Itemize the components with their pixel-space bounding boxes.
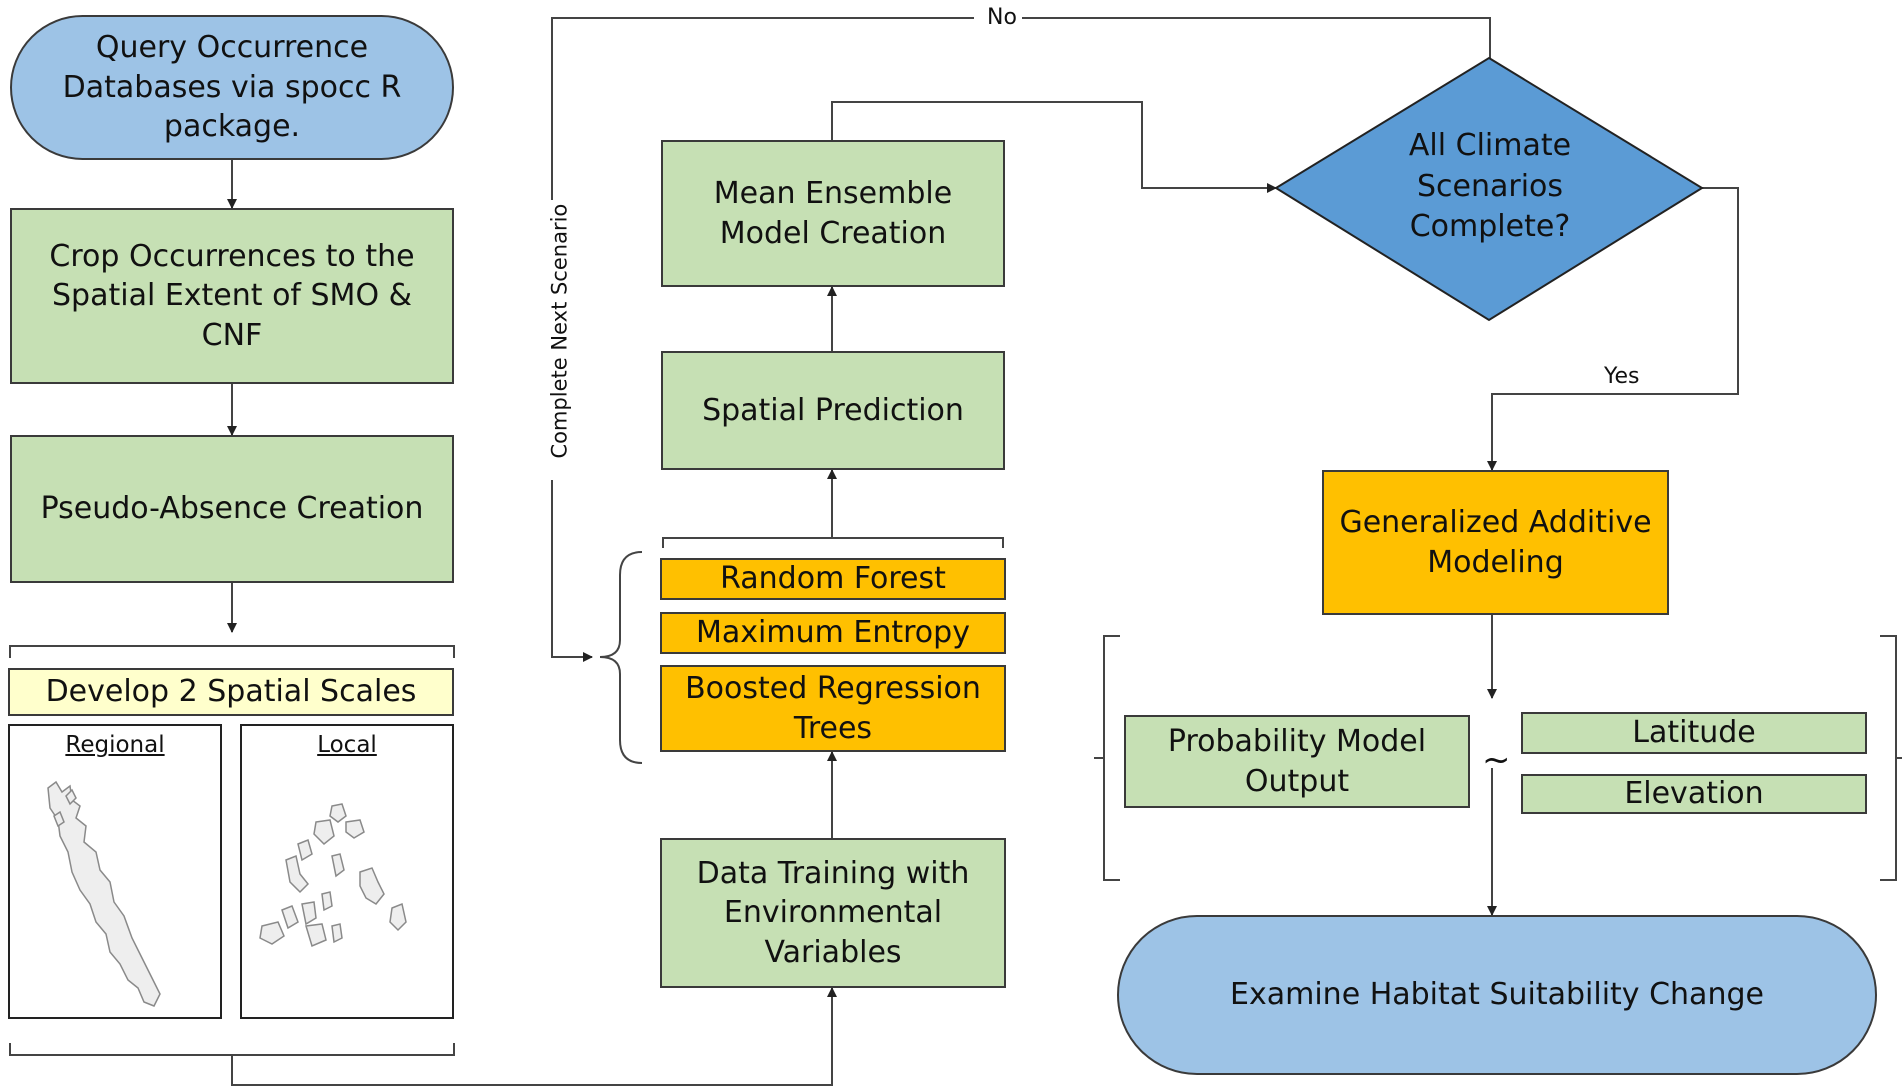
maximum-entropy-node: Maximum Entropy xyxy=(660,612,1006,654)
pseudo-absence-node: Pseudo-Absence Creation xyxy=(10,435,454,583)
elevation-node: Elevation xyxy=(1521,774,1867,814)
boosted-regression-node: Boosted Regression Trees xyxy=(660,665,1006,752)
gam-node: Generalized Additive Modeling xyxy=(1322,470,1669,615)
develop-scales-label: Develop 2 Spatial Scales xyxy=(45,674,417,710)
query-databases-node: Query Occurrence Databases via spocc R p… xyxy=(10,15,454,160)
brace-top-models xyxy=(662,537,1004,548)
crop-occurrences-node: Crop Occurrences to the Spatial Extent o… xyxy=(10,208,454,384)
pseudo-absence-label: Pseudo-Absence Creation xyxy=(40,491,424,527)
complete-next-scenario-label: Complete Next Scenario xyxy=(548,204,572,467)
examine-habitat-node: Examine Habitat Suitability Change xyxy=(1117,915,1877,1075)
brace-bottom-scales xyxy=(9,1043,455,1056)
develop-scales-node: Develop 2 Spatial Scales xyxy=(8,668,454,716)
arrow-yes xyxy=(1487,187,1739,471)
examine-habitat-label: Examine Habitat Suitability Change xyxy=(1230,977,1764,1013)
regional-map-panel: Regional xyxy=(8,724,222,1019)
local-map-image xyxy=(259,803,407,948)
local-title: Local xyxy=(317,732,377,758)
spatial-prediction-node: Spatial Prediction xyxy=(661,351,1005,470)
gam-label: Generalized Additive Modeling xyxy=(1339,504,1652,580)
regional-map-image xyxy=(47,780,161,1007)
random-forest-label: Random Forest xyxy=(720,561,946,597)
probability-output-label: Probability Model Output xyxy=(1167,723,1427,799)
boosted-regression-label: Boosted Regression Trees xyxy=(685,670,981,746)
yes-label: Yes xyxy=(1604,364,1640,389)
probability-output-node: Probability Model Output xyxy=(1124,715,1470,808)
mean-ensemble-node: Mean Ensemble Model Creation xyxy=(661,140,1005,287)
decision-label: All Climate Scenarios Complete? xyxy=(1408,128,1572,244)
query-databases-label: Query Occurrence Databases via spocc R p… xyxy=(62,30,402,145)
bracket-right-formula xyxy=(1880,635,1897,881)
brace-top-scales xyxy=(9,645,455,658)
no-label: No xyxy=(982,7,1022,29)
crop-occurrences-label: Crop Occurrences to the Spatial Extent o… xyxy=(49,238,415,353)
spatial-prediction-label: Spatial Prediction xyxy=(702,392,964,428)
arrow-ensemble-to-decision xyxy=(831,101,1277,193)
latitude-node: Latitude xyxy=(1521,712,1867,754)
random-forest-node: Random Forest xyxy=(660,558,1006,600)
maximum-entropy-label: Maximum Entropy xyxy=(696,615,970,651)
arrow-scales-to-training xyxy=(231,987,837,1086)
decision-diamond xyxy=(1274,56,1704,322)
data-training-label: Data Training with Environmental Variabl… xyxy=(696,855,970,970)
data-training-node: Data Training with Environmental Variabl… xyxy=(660,838,1006,988)
regional-title: Regional xyxy=(65,732,165,758)
arrow-no-loop xyxy=(1022,17,1491,58)
latitude-label: Latitude xyxy=(1632,715,1756,751)
bracket-left-formula xyxy=(1103,635,1120,881)
elevation-label: Elevation xyxy=(1624,776,1764,812)
mean-ensemble-label: Mean Ensemble Model Creation xyxy=(713,175,953,251)
brace-left-models xyxy=(599,551,643,764)
local-map-panel: Local xyxy=(240,724,454,1019)
tilde-symbol: ~ xyxy=(1482,740,1511,780)
